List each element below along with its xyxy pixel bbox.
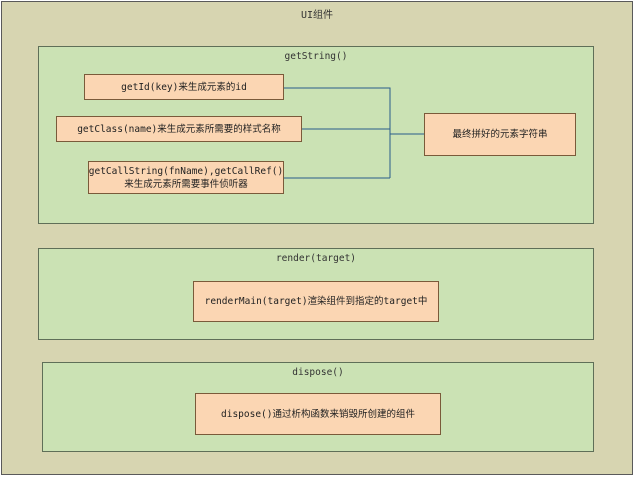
rendermain-node-label: renderMain(target)渲染组件到指定的target中 — [204, 296, 428, 307]
getcallstring-node-line2: 来生成元素所需要事件侦听器 — [124, 178, 248, 190]
dispose-panel-title: dispose() — [292, 367, 344, 378]
getid-node: getId(key)来生成元素的id — [84, 74, 284, 100]
getcallstring-node: getCallString(fnName),getCallRef() 来生成元素… — [88, 161, 284, 194]
container-title: UI组件 — [300, 10, 334, 21]
getid-node-label: getId(key)来生成元素的id — [121, 81, 247, 93]
getcallstring-node-line1: getCallString(fnName),getCallRef() — [88, 165, 284, 177]
getclass-node: getClass(name)来生成元素所需要的样式名称 — [56, 116, 302, 142]
getstring-panel-title: getString() — [284, 51, 348, 62]
dispose-panel: dispose() — [42, 362, 594, 452]
dispose-node: dispose()通过析构函数来销毁所创建的组件 — [195, 393, 441, 435]
result-string-node-label: 最终拼好的元素字符串 — [452, 129, 548, 140]
connector-getid — [284, 87, 391, 178]
getclass-node-label: getClass(name)来生成元素所需要的样式名称 — [77, 123, 281, 135]
dispose-node-label: dispose()通过析构函数来销毁所创建的组件 — [221, 408, 415, 420]
result-string-node: 最终拼好的元素字符串 — [424, 113, 576, 156]
render-panel-title: render(target) — [275, 253, 357, 264]
rendermain-node: renderMain(target)渲染组件到指定的target中 — [193, 281, 439, 322]
